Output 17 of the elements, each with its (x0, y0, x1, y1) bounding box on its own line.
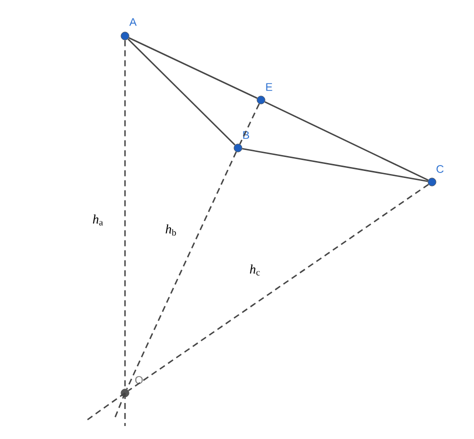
height-label: h$_{a}$ (92, 214, 103, 226)
line-segment (242, 148, 428, 182)
point: E (256, 83, 272, 104)
line-segment (128, 37, 258, 99)
line-segment (128, 38, 236, 146)
point: A (120, 18, 137, 40)
node-label: A (129, 18, 137, 26)
height-label: h$_{c}$ (250, 264, 260, 276)
line-segment (128, 184, 429, 392)
node-label: E (266, 83, 272, 91)
height-label: h$_{b}$ (166, 224, 176, 236)
line-segment (264, 101, 428, 181)
line-segment (239, 104, 260, 144)
node-label: C (436, 165, 444, 173)
line-segment (126, 152, 237, 390)
line-segment (124, 40, 126, 389)
point: C (428, 165, 444, 186)
